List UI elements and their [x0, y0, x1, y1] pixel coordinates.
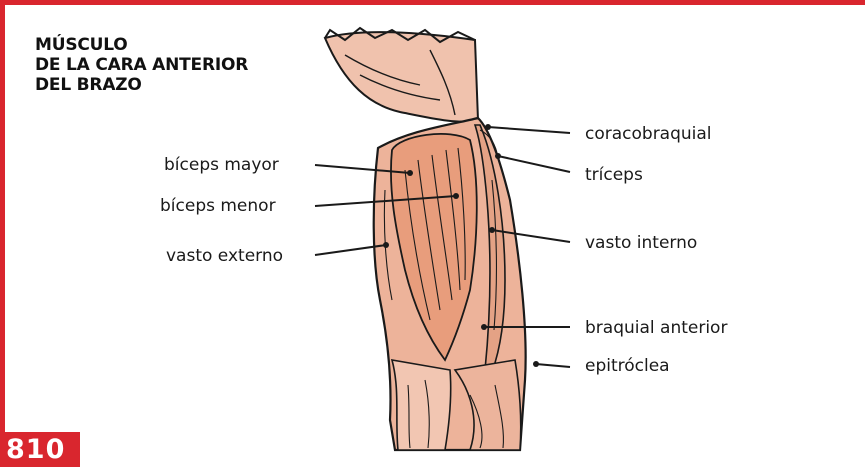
leader-triceps	[498, 156, 570, 172]
label-braquial-anterior: braquial anterior	[585, 318, 727, 338]
label-epitroclea: epitróclea	[585, 356, 670, 376]
leader-coracobraquial	[488, 127, 570, 133]
label-biceps-menor: bíceps menor	[160, 196, 276, 216]
label-vasto-externo: vasto externo	[166, 246, 283, 266]
label-triceps: tríceps	[585, 165, 643, 185]
label-vasto-interno: vasto interno	[585, 233, 697, 253]
page-number: 810	[0, 432, 80, 467]
leader-epitroclea	[536, 364, 570, 367]
shoulder-region	[325, 32, 478, 122]
label-biceps-mayor: bíceps mayor	[164, 155, 279, 175]
label-coracobraquial: coracobraquial	[585, 124, 712, 144]
forearm-region	[392, 360, 451, 450]
